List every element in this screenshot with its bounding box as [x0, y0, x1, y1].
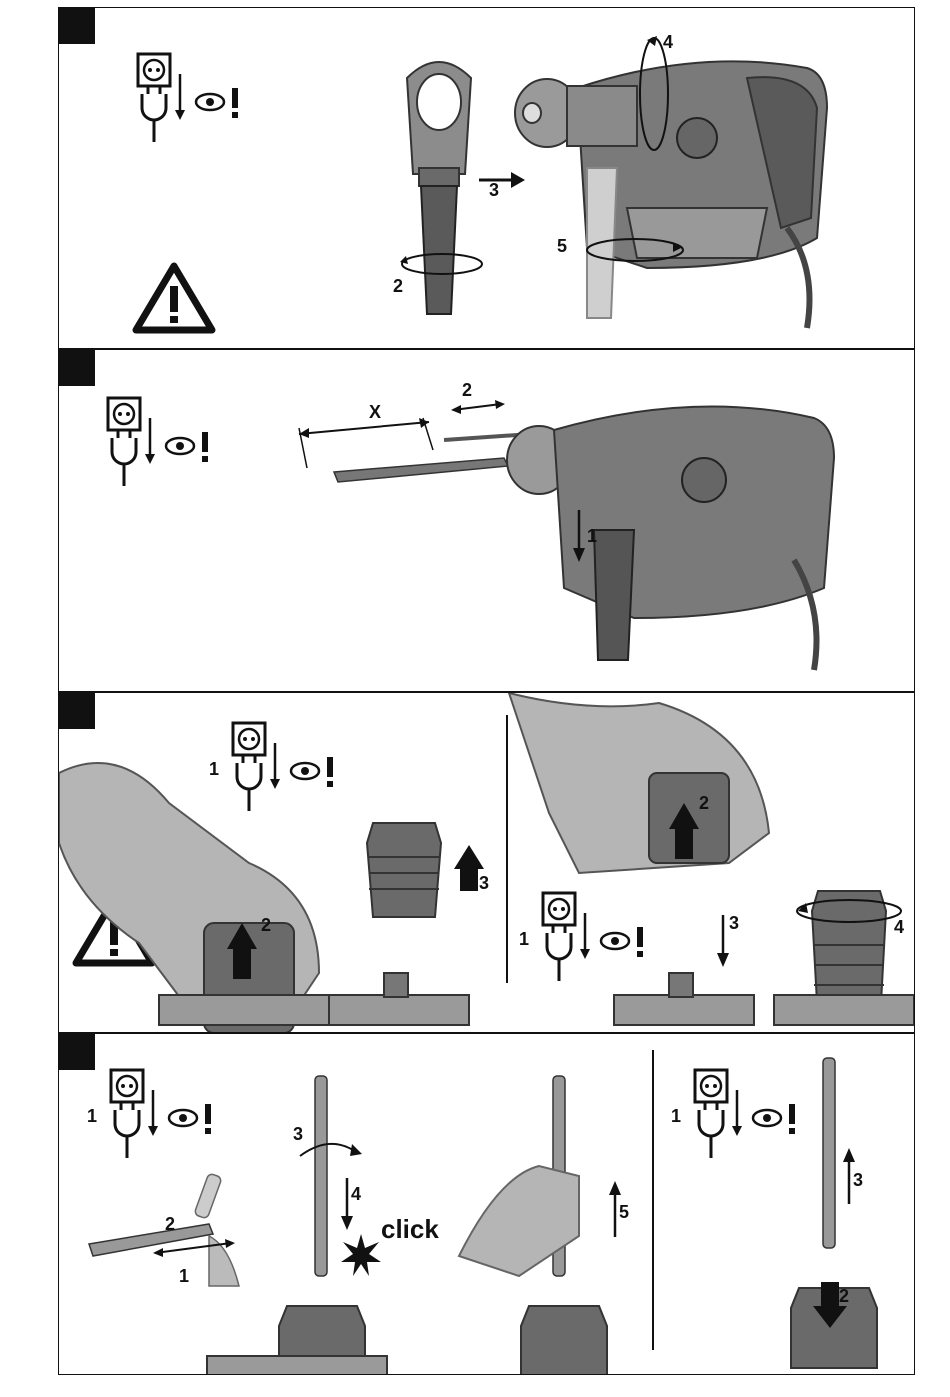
tool-base-left — [159, 985, 329, 1033]
panel-number-box — [59, 350, 95, 386]
step-label-1: 1 — [671, 1106, 681, 1127]
bit-pull-test-illustration — [449, 1076, 629, 1375]
step-label-2: 2 — [261, 915, 271, 936]
up-arrow-2 — [227, 921, 257, 981]
step-label-3: 3 — [729, 913, 739, 934]
unplug-eye-icon — [104, 394, 244, 504]
hand-pushing-sleeve-illustration — [499, 693, 769, 873]
step-label-2: 2 — [462, 380, 472, 401]
bit-insert-illustration — [207, 1076, 387, 1375]
step-label-1: 1 — [519, 929, 529, 950]
tool-base-mid — [329, 973, 469, 1033]
tool-base-right-1 — [614, 973, 754, 1033]
step-label-1: 1 — [179, 1266, 189, 1287]
panel-3-chuck-change: 1 2 3 2 1 — [58, 692, 915, 1033]
panel-number-box — [59, 693, 95, 729]
step-label-3: 3 — [489, 180, 499, 201]
click-label: click — [381, 1214, 439, 1245]
step-label-2: 2 — [839, 1286, 849, 1307]
chuck-removed-illustration — [359, 817, 449, 927]
step-label-2: 2 — [393, 276, 403, 297]
step-label-2: 2 — [165, 1214, 175, 1235]
step-label-3: 3 — [293, 1124, 303, 1145]
tool-base-right-2 — [774, 985, 914, 1033]
bit-remove-illustration — [709, 1058, 889, 1368]
rotate-arrow-2 — [394, 248, 494, 288]
panel-number-box — [59, 1034, 95, 1070]
step-label-4: 4 — [663, 32, 673, 53]
step-label-3: 3 — [853, 1170, 863, 1191]
step-label-1: 1 — [587, 526, 597, 547]
step-label-2: 2 — [699, 793, 709, 814]
step-label-5: 5 — [557, 236, 567, 257]
down-arrow-1 — [569, 508, 589, 568]
slide-arrow-2 — [449, 398, 509, 418]
click-burst-icon — [341, 1234, 381, 1274]
panel-divider — [652, 1050, 654, 1350]
dimension-x — [297, 412, 437, 472]
step-label-5: 5 — [619, 1202, 629, 1223]
step-label-4: 4 — [894, 917, 904, 938]
rotate-arrow-3 — [296, 1132, 366, 1162]
panel-2-depth-stop: X 2 1 — [58, 349, 915, 692]
step-label-1: 1 — [87, 1106, 97, 1127]
warning-icon — [134, 260, 224, 340]
rotate-arrow-5 — [581, 230, 691, 270]
panel-number-box — [59, 8, 95, 44]
step-label-4: 4 — [351, 1184, 361, 1205]
dimension-label-x: X — [369, 402, 381, 423]
panel-4-insert-remove-bit: 1 2 1 3 4 click — [58, 1033, 915, 1375]
up-arrow-2 — [669, 801, 699, 861]
step-label-3: 3 — [479, 873, 489, 894]
unplug-eye-icon — [134, 50, 274, 160]
panel-1-handle-assembly: 2 3 4 5 — [58, 7, 915, 349]
